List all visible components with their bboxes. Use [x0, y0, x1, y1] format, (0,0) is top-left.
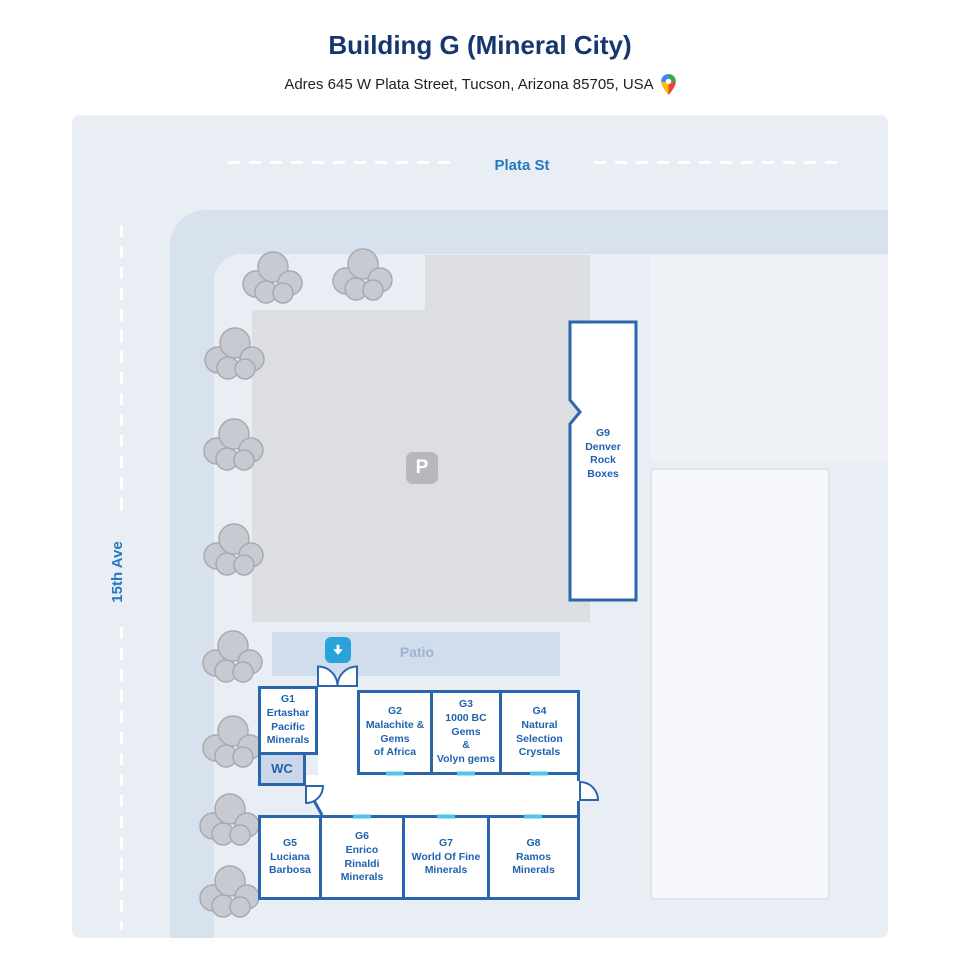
plata-street-dash-left	[228, 161, 450, 164]
booth-g1[interactable]: G1 Ertashar Pacific Minerals	[258, 686, 318, 755]
address-line: Adres 645 W Plata Street, Tucson, Arizon…	[0, 74, 960, 95]
booth-g8[interactable]: G8 Ramos Minerals	[487, 815, 580, 900]
entrance-vestibule	[318, 686, 357, 776]
address-text: Adres 645 W Plata Street, Tucson, Arizon…	[284, 76, 654, 93]
adjacent-building-right	[650, 468, 830, 900]
booth-g9-label: G9 Denver Rock Boxes	[585, 427, 621, 480]
booth-g4[interactable]: G4 Natural Selection Crystals	[499, 690, 580, 775]
booth-g8-label: G8 Ramos Minerals	[512, 837, 555, 877]
tree-icon	[203, 523, 264, 576]
booth-g2[interactable]: G2 Malachite & Gems of Africa	[357, 690, 433, 775]
ave-dash-bottom	[120, 627, 123, 930]
road-horizontal	[170, 210, 888, 254]
wc-room[interactable]: WC	[258, 752, 306, 786]
booth-g5[interactable]: G5 Luciana Barbosa	[258, 815, 322, 900]
booth-g4-label: G4 Natural Selection Crystals	[516, 705, 563, 759]
tree-icon	[199, 865, 260, 918]
street-label-plata: Plata St	[494, 157, 550, 174]
adjacent-area-top-right	[650, 255, 888, 462]
tree-icon	[204, 327, 265, 380]
road-inner-corner	[214, 254, 242, 282]
corridor-doors-overlay	[304, 665, 600, 819]
plata-street-dash-right	[594, 161, 845, 164]
page-title: Building G (Mineral City)	[328, 30, 632, 60]
booth-g7-label: G7 World Of Fine Minerals	[411, 837, 481, 877]
booth-g6-label: G6 Enrico Rinaldi Minerals	[340, 830, 384, 884]
map-pin-icon[interactable]	[660, 74, 676, 95]
site-map: Plata St 15th Ave P Patio G9 Denver Rock…	[72, 115, 888, 938]
wc-label: WC	[271, 760, 293, 776]
entrance-door-left-icon	[317, 665, 339, 687]
parking-lot-upper	[425, 255, 590, 315]
tree-icon	[332, 248, 393, 301]
tree-icon	[203, 418, 264, 471]
exit-door-icon	[579, 780, 600, 801]
patio-label: Patio	[399, 644, 435, 660]
entrance-door-right-icon	[336, 665, 358, 687]
booth-g9-outline	[568, 320, 638, 602]
entrance-arrow-icon	[325, 637, 351, 663]
booth-g3-label: G3 1000 BC Gems & Volyn gems	[436, 698, 496, 765]
tree-icon	[242, 251, 303, 304]
booth-g9[interactable]: G9 Denver Rock Boxes	[568, 320, 638, 602]
parking-icon: P	[406, 452, 438, 484]
street-label-15th-ave: 15th Ave	[109, 541, 126, 603]
corridor	[306, 775, 580, 815]
booth-g3[interactable]: G3 1000 BC Gems & Volyn gems	[430, 690, 502, 775]
wc-door-icon	[305, 785, 325, 805]
booth-g1-label: G1 Ertashar Pacific Minerals	[266, 693, 310, 747]
ave-dash-top	[120, 225, 123, 515]
booth-g5-label: G5 Luciana Barbosa	[268, 837, 311, 877]
booth-g2-label: G2 Malachite & Gems of Africa	[365, 705, 425, 759]
